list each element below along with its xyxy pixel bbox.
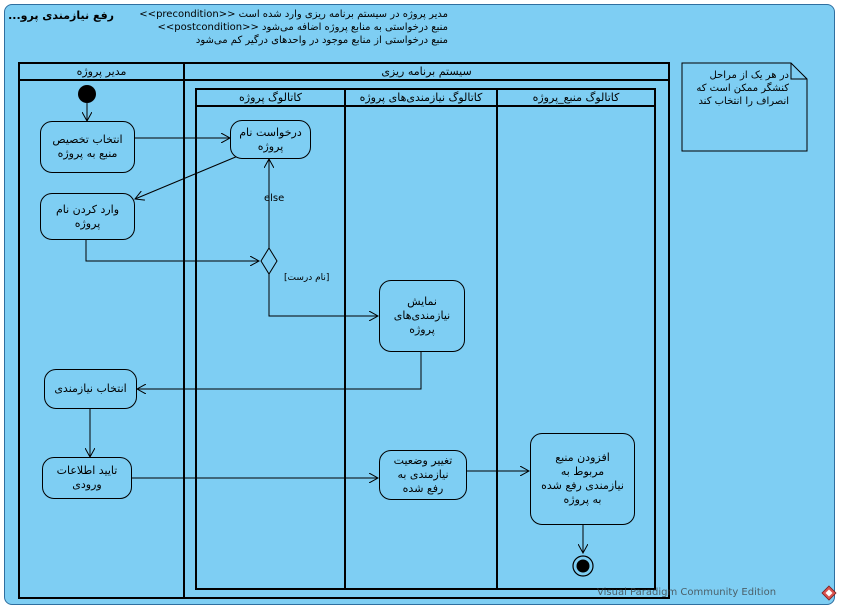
partition-manager-header: مدیر پروژه	[76, 65, 127, 78]
action-show-requirements[interactable]: نمایش نیازمندی‌های پروژه	[379, 280, 465, 352]
initial-node	[78, 85, 96, 103]
action-add-resource[interactable]: افزودن منبع مربوط به نیازمندی رفع شده به…	[530, 433, 635, 525]
action-request-project-name[interactable]: درخواست نام پروژه	[230, 120, 311, 159]
partition-resource-catalog-header: کاتالوگ منبع_پروژه	[532, 91, 620, 104]
final-node	[576, 559, 590, 573]
partition-system-header: سیستم برنامه ریزی	[381, 65, 472, 78]
guard-valid-name: [نام درست]	[284, 273, 330, 283]
decision-node	[260, 247, 278, 275]
note-shape	[681, 62, 808, 152]
action-select-requirement[interactable]: انتخاب نیازمندی	[44, 369, 137, 409]
swimlane-container	[18, 62, 670, 599]
precondition-text: مدیر پروژه در سیستم برنامه ریزی وارد شده…	[139, 9, 448, 20]
action-confirm-input[interactable]: تایید اطلاعات ورودی	[42, 457, 132, 499]
visual-paradigm-logo	[821, 585, 837, 601]
system-sub-partitions	[195, 88, 656, 590]
postcondition-text: منبع درخواستی به منابع پروژه اضافه می‌شو…	[157, 22, 449, 33]
postcondition-text-2: منبع درخواستی از منابع موجود در واحدهای …	[195, 35, 448, 46]
guard-else: else	[264, 193, 285, 204]
action-allocate-resource[interactable]: انتخاب تخصیص منبع به پروژه	[40, 121, 135, 173]
watermark: Visual Paradigm Community Edition	[597, 587, 777, 598]
final-node-ring	[572, 555, 594, 577]
partition-requirements-catalog-header: کاتالوگ نیازمندی‌های پروژه	[359, 91, 483, 104]
note-text: در هر یک از مراحل کنشگر ممکن است که انصر…	[696, 70, 789, 107]
partition-project-catalog-header: کاتالوگ پروژه	[239, 91, 302, 104]
action-enter-project-name[interactable]: وارد کردن نام پروژه	[40, 193, 135, 240]
diagram-title: رفع نیازمندی پرو...	[8, 9, 114, 22]
action-change-requirement-status[interactable]: تغییر وضعیت نیازمندی به رفع شده	[379, 450, 467, 500]
